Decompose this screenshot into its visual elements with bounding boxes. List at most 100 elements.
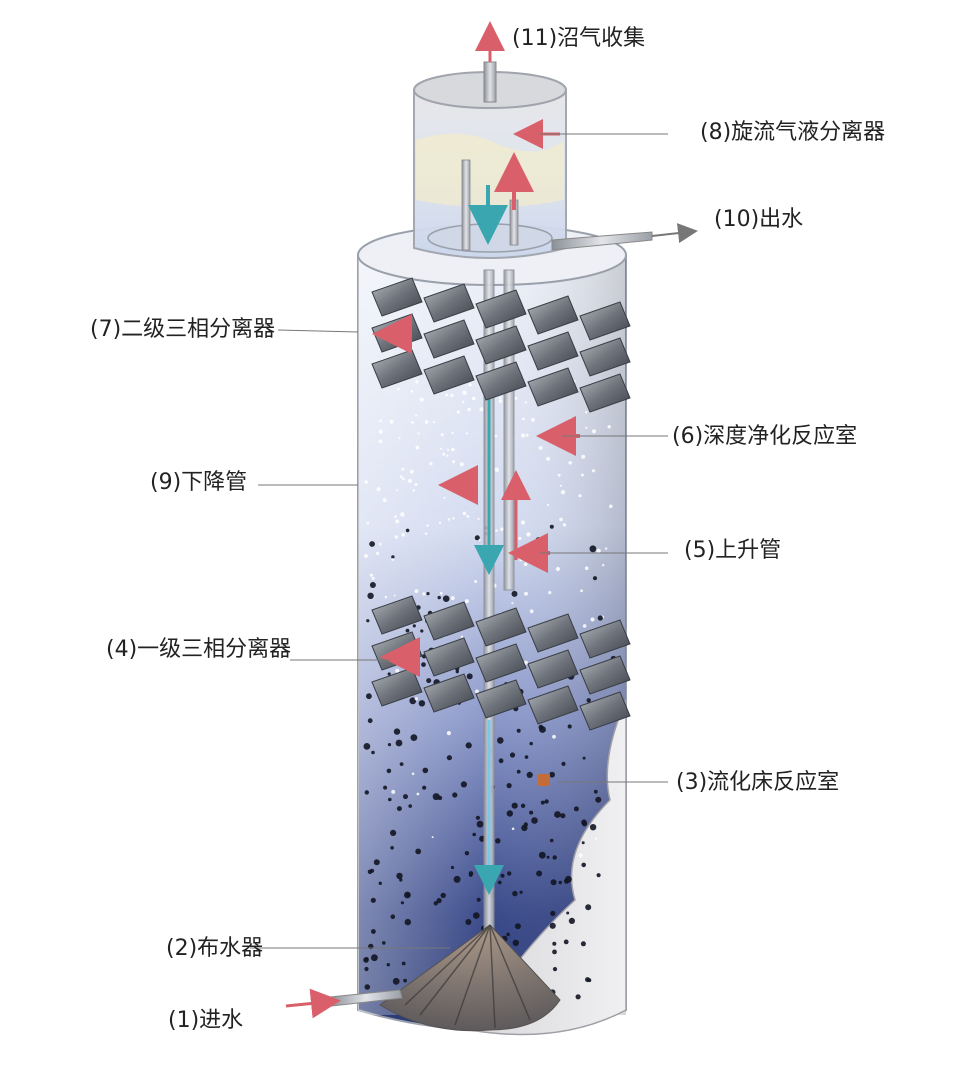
sludge-particle [378, 439, 383, 444]
sludge-particle [555, 566, 561, 572]
sludge-particle [511, 602, 514, 605]
sludge-particle [369, 573, 373, 577]
sludge-particle [472, 832, 477, 837]
sludge-particle [371, 750, 375, 755]
separator-blade [475, 643, 527, 683]
sludge-particle [535, 537, 542, 544]
sludge-particle [411, 421, 414, 424]
sludge-particle [418, 700, 426, 707]
separator-blade [371, 595, 423, 635]
sludge-particle [546, 855, 550, 859]
sludge-particle [558, 880, 562, 885]
sludge-particle [386, 963, 390, 967]
sludge-particle [389, 419, 394, 424]
separator-blade [579, 655, 631, 695]
sludge-particle [475, 689, 479, 694]
sludge-particle [424, 532, 428, 536]
sludge-particle [552, 949, 557, 955]
sludge-particle [596, 548, 601, 553]
sludge-particle [405, 628, 410, 633]
sludge-particle [399, 475, 403, 479]
sludge-particle [414, 589, 419, 594]
sludge-particle [417, 432, 420, 435]
separator-blade [579, 691, 631, 731]
sludge-particle [447, 518, 451, 521]
sludge-particle [462, 511, 467, 516]
sludge-particle [526, 771, 533, 779]
sludge-particle [415, 848, 422, 855]
sludge-particle [578, 853, 583, 858]
sludge-particle [431, 836, 434, 839]
label-second-separator: (7)二级三相分离器 [90, 317, 276, 342]
sludge-particle [373, 859, 380, 866]
sludge-particle [552, 967, 558, 972]
sludge-particle [525, 433, 529, 437]
sludge-particle [414, 697, 418, 701]
sludge-particle [439, 591, 443, 595]
sludge-particle [538, 446, 543, 450]
sludge-particle [474, 580, 478, 583]
separator-blade [527, 367, 579, 407]
sludge-particle [468, 383, 472, 387]
sludge-particle [596, 873, 601, 878]
sludge-particle [560, 490, 566, 495]
sludge-particle [400, 512, 405, 517]
sludge-particle [402, 477, 405, 481]
sludge-particle [410, 389, 414, 393]
sludge-particle [384, 595, 388, 599]
sludge-particle [367, 718, 373, 724]
separator-blade [579, 301, 631, 341]
sludge-particle [498, 758, 504, 764]
sludge-particle [363, 743, 371, 750]
sludge-particle [585, 411, 588, 414]
sludge-particle [562, 523, 567, 527]
sludge-particle [594, 837, 598, 840]
separator-blade [423, 637, 475, 677]
sludge-particle [403, 978, 407, 983]
sludge-particle [498, 399, 503, 403]
sludge-particle [446, 731, 451, 736]
sludge-particle [469, 495, 473, 499]
sludge-particle [453, 875, 461, 883]
sludge-particle [597, 615, 603, 621]
sludge-particle [467, 407, 471, 412]
sludge-particle [433, 901, 438, 906]
separator-blade [527, 649, 579, 689]
sludge-particle [462, 400, 465, 403]
separator-blade [527, 685, 579, 725]
sludge-particle [523, 660, 529, 665]
sludge-particle [422, 592, 426, 596]
sludge-particle [578, 494, 582, 498]
sludge-particle [591, 469, 596, 473]
sludge-particle [523, 562, 528, 566]
sludge-particle [563, 939, 569, 945]
sludge-particle [391, 555, 395, 559]
sludge-particle [573, 806, 579, 812]
sludge-particle [580, 941, 586, 947]
sludge-particle [364, 790, 369, 795]
sludge-particle [426, 678, 432, 684]
sludge-particle [370, 897, 376, 903]
sludge-particle [363, 957, 369, 963]
sludge-particle [414, 482, 418, 487]
sludge-particle [476, 820, 484, 828]
sludge-particle [416, 792, 420, 796]
sludge-particle [516, 728, 521, 733]
sludge-particle [479, 407, 484, 412]
sludge-particle [549, 922, 556, 929]
label-cyclone-separator: (8)旋流气液分离器 [700, 120, 886, 145]
sludge-particle [443, 496, 446, 499]
separator-blade [423, 673, 475, 713]
separator-blade [475, 325, 527, 365]
sludge-particle [473, 912, 480, 919]
sludge-particle [590, 617, 595, 622]
sludge-particle [516, 769, 521, 774]
sludge-particle [586, 698, 591, 703]
sludge-particle [548, 591, 552, 595]
sludge-particle [424, 420, 429, 424]
sludge-particle [552, 734, 556, 739]
sludge-particle [387, 743, 392, 747]
sludge-particle [518, 536, 522, 541]
sludge-particle [550, 910, 556, 917]
